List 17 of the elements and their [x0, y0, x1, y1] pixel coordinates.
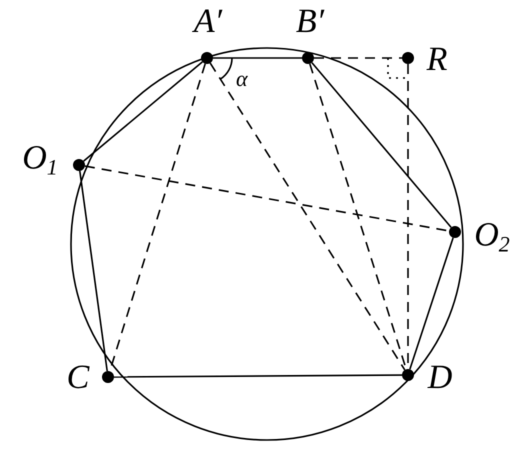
dashed-line — [314, 57, 402, 59]
point-label: O$_{2}$ — [474, 218, 510, 258]
line-segment — [114, 374, 402, 378]
point-label: A′ — [194, 5, 222, 39]
point-label: B′ — [296, 5, 324, 39]
point-label: O$_{1}$ — [22, 142, 58, 182]
line-segment — [311, 62, 452, 228]
line-segment — [409, 237, 454, 370]
point-label: C — [66, 361, 90, 395]
line-segment — [83, 61, 203, 162]
line-segment — [213, 57, 302, 59]
angle-label: α — [236, 68, 248, 90]
point-label: D — [428, 361, 452, 395]
point-label: R — [426, 43, 448, 77]
dashed-line — [84, 165, 450, 232]
line-segment — [79, 170, 108, 372]
dashed-line — [210, 62, 406, 370]
